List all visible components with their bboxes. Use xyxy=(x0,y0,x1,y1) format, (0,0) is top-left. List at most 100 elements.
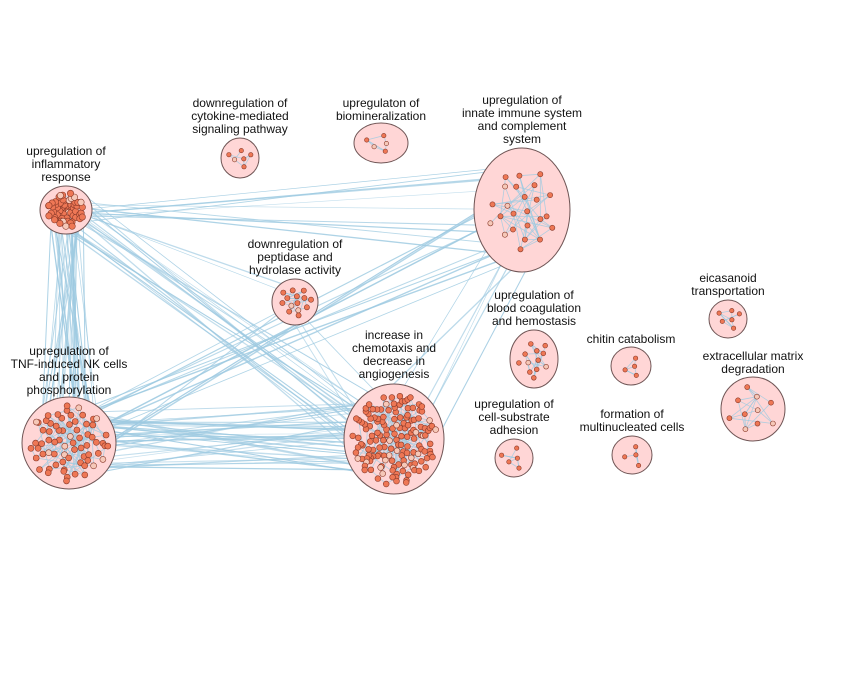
gene-node[interactable] xyxy=(542,342,548,349)
gene-node[interactable] xyxy=(726,415,733,422)
gene-node[interactable] xyxy=(102,431,110,439)
gene-node[interactable] xyxy=(502,183,508,190)
gene-node[interactable] xyxy=(294,300,301,306)
gene-node[interactable] xyxy=(51,438,59,446)
gene-node[interactable] xyxy=(71,418,79,425)
gene-node[interactable] xyxy=(52,461,60,469)
gene-node[interactable] xyxy=(522,236,528,243)
gene-node[interactable] xyxy=(300,287,307,294)
gene-node[interactable] xyxy=(238,148,244,154)
gene-node[interactable] xyxy=(352,449,360,456)
cluster-ecm[interactable] xyxy=(720,376,786,442)
gene-node[interactable] xyxy=(90,462,97,470)
gene-node[interactable] xyxy=(369,406,376,413)
gene-node[interactable] xyxy=(288,302,295,309)
gene-node[interactable] xyxy=(396,393,404,400)
gene-node[interactable] xyxy=(388,457,396,464)
gene-node[interactable] xyxy=(76,434,83,442)
gene-node[interactable] xyxy=(522,351,528,357)
gene-node[interactable] xyxy=(27,444,35,452)
gene-node[interactable] xyxy=(78,213,86,221)
gene-node[interactable] xyxy=(404,433,411,440)
gene-node[interactable] xyxy=(383,141,389,147)
gene-node[interactable] xyxy=(45,202,53,210)
gene-node[interactable] xyxy=(377,464,384,471)
gene-node[interactable] xyxy=(62,222,70,230)
gene-node[interactable] xyxy=(768,399,774,406)
gene-node[interactable] xyxy=(397,414,404,421)
gene-node[interactable] xyxy=(50,450,58,458)
gene-node[interactable] xyxy=(534,348,540,354)
gene-node[interactable] xyxy=(537,236,543,243)
gene-node[interactable] xyxy=(742,426,749,433)
gene-node[interactable] xyxy=(510,226,516,233)
gene-node[interactable] xyxy=(407,394,414,401)
gene-node[interactable] xyxy=(308,296,314,303)
gene-node[interactable] xyxy=(83,442,91,449)
cluster-biomineralization[interactable] xyxy=(353,122,409,164)
gene-node[interactable] xyxy=(241,164,247,170)
gene-node[interactable] xyxy=(241,156,247,162)
gene-node[interactable] xyxy=(389,467,396,474)
gene-node[interactable] xyxy=(403,479,410,486)
gene-node[interactable] xyxy=(533,366,540,373)
gene-node[interactable] xyxy=(226,152,232,158)
gene-node[interactable] xyxy=(286,308,293,315)
gene-node[interactable] xyxy=(383,480,390,488)
gene-node[interactable] xyxy=(633,444,639,450)
gene-node[interactable] xyxy=(75,404,83,412)
gene-node[interactable] xyxy=(52,422,60,430)
gene-node[interactable] xyxy=(633,452,639,458)
gene-node[interactable] xyxy=(85,451,92,459)
gene-node[interactable] xyxy=(380,394,387,401)
gene-node[interactable] xyxy=(232,157,238,163)
gene-node[interactable] xyxy=(365,401,373,408)
gene-node[interactable] xyxy=(81,462,88,470)
gene-node[interactable] xyxy=(754,420,761,427)
gene-node[interactable] xyxy=(353,415,360,422)
gene-node[interactable] xyxy=(382,148,388,154)
gene-node[interactable] xyxy=(364,137,370,143)
gene-node[interactable] xyxy=(432,426,439,433)
gene-node[interactable] xyxy=(521,193,528,200)
gene-node[interactable] xyxy=(380,437,387,444)
gene-node[interactable] xyxy=(61,442,69,450)
gene-node[interactable] xyxy=(381,133,387,139)
gene-node[interactable] xyxy=(73,426,81,434)
gene-node[interactable] xyxy=(248,152,254,158)
gene-node[interactable] xyxy=(382,456,389,464)
gene-node[interactable] xyxy=(504,202,511,209)
gene-node[interactable] xyxy=(65,454,72,462)
gene-node[interactable] xyxy=(66,421,73,428)
gene-node[interactable] xyxy=(404,422,412,429)
gene-node[interactable] xyxy=(34,444,42,452)
gene-node[interactable] xyxy=(374,475,382,482)
gene-node[interactable] xyxy=(51,216,59,224)
gene-node[interactable] xyxy=(535,357,541,363)
gene-node[interactable] xyxy=(36,466,43,473)
gene-node[interactable] xyxy=(280,289,287,296)
gene-node[interactable] xyxy=(426,417,433,424)
gene-node[interactable] xyxy=(71,470,79,478)
gene-node[interactable] xyxy=(389,425,396,432)
gene-node[interactable] xyxy=(387,445,395,452)
gene-node[interactable] xyxy=(401,461,408,469)
gene-node[interactable] xyxy=(303,304,310,311)
gene-node[interactable] xyxy=(525,359,531,366)
gene-node[interactable] xyxy=(104,442,112,450)
gene-node[interactable] xyxy=(393,477,400,485)
gene-node[interactable] xyxy=(497,213,504,220)
gene-node[interactable] xyxy=(67,433,74,440)
gene-node[interactable] xyxy=(513,183,520,190)
gene-node[interactable] xyxy=(729,308,735,314)
gene-node[interactable] xyxy=(501,231,508,238)
gene-node[interactable] xyxy=(371,144,377,150)
gene-node[interactable] xyxy=(744,384,751,390)
gene-node[interactable] xyxy=(533,196,540,203)
gene-node[interactable] xyxy=(45,436,53,444)
gene-node[interactable] xyxy=(349,432,356,440)
gene-node[interactable] xyxy=(543,213,550,220)
gene-node[interactable] xyxy=(33,418,40,426)
gene-node[interactable] xyxy=(741,411,748,418)
gene-node[interactable] xyxy=(77,198,85,206)
